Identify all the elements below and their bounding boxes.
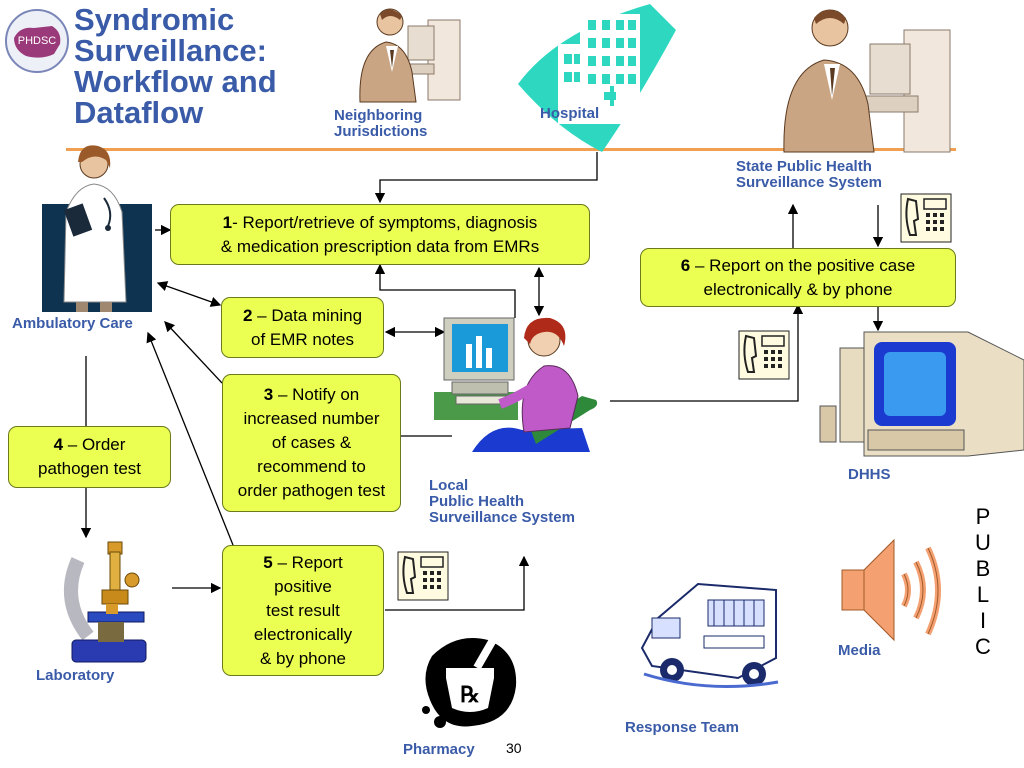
step-5-box: 5 – Report positive test result electron… [222,545,384,676]
phone-icon-lab [397,551,449,601]
neighboring-jurisdictions-icon [359,8,461,103]
public-vertical-label: P U B L I C [975,504,991,659]
response-team-label: Response Team [625,719,739,736]
svg-text:PHDSC: PHDSC [18,35,57,47]
phone-icon-local [738,330,790,380]
step-1-box: 1- Report/retrieve of symptoms, diagnosi… [170,204,590,265]
svg-text:℞: ℞ [460,682,480,707]
doctor-icon [42,145,152,312]
step-3-number: 3 [263,385,274,404]
media-speaker-icon [841,538,941,642]
pharmacy-label: Pharmacy [403,741,475,758]
laboratory-label: Laboratory [36,667,115,684]
step-3-box: 3 – Notify on increased number of cases … [222,374,401,512]
step-6-box: 6 – Report on the positive case electron… [640,248,956,307]
media-label: Media [838,642,881,659]
header-divider [66,148,956,151]
dhhs-computer-icon [819,331,1024,457]
microscope-icon [63,541,147,663]
phone-icon-state [900,193,952,243]
step-2-number: 2 [242,305,253,325]
step-4-number: 4 [53,435,64,454]
neighboring-jurisdictions-label: Neighboring Jurisdictions [334,107,428,140]
dhhs-label: DHHS [848,466,891,483]
local-public-health-icon [434,317,598,452]
slide-title: Syndromic Surveillance: Workflow and Dat… [74,2,277,130]
pharmacy-icon: ℞ [422,632,517,728]
step-5-number: 5 [263,552,273,572]
step-6-number: 6 [680,255,691,275]
ambulatory-care-label: Ambulatory Care [12,315,133,332]
step-1-number: 1 [222,212,233,232]
hospital-icon [518,4,676,152]
page-number: 30 [506,740,522,756]
hospital-label: Hospital [540,105,600,122]
step-4-box: 4 – Order pathogen test [8,426,171,488]
state-public-health-label: State Public Health Surveillance System [736,158,882,191]
step-2-box: 2 – Data mining of EMR notes [221,297,384,358]
ambulance-icon [640,582,779,688]
state-public-health-icon [783,9,951,153]
phdsc-logo: PHDSC [5,9,69,73]
local-public-health-label: Local Public Health Surveillance System [429,477,575,526]
